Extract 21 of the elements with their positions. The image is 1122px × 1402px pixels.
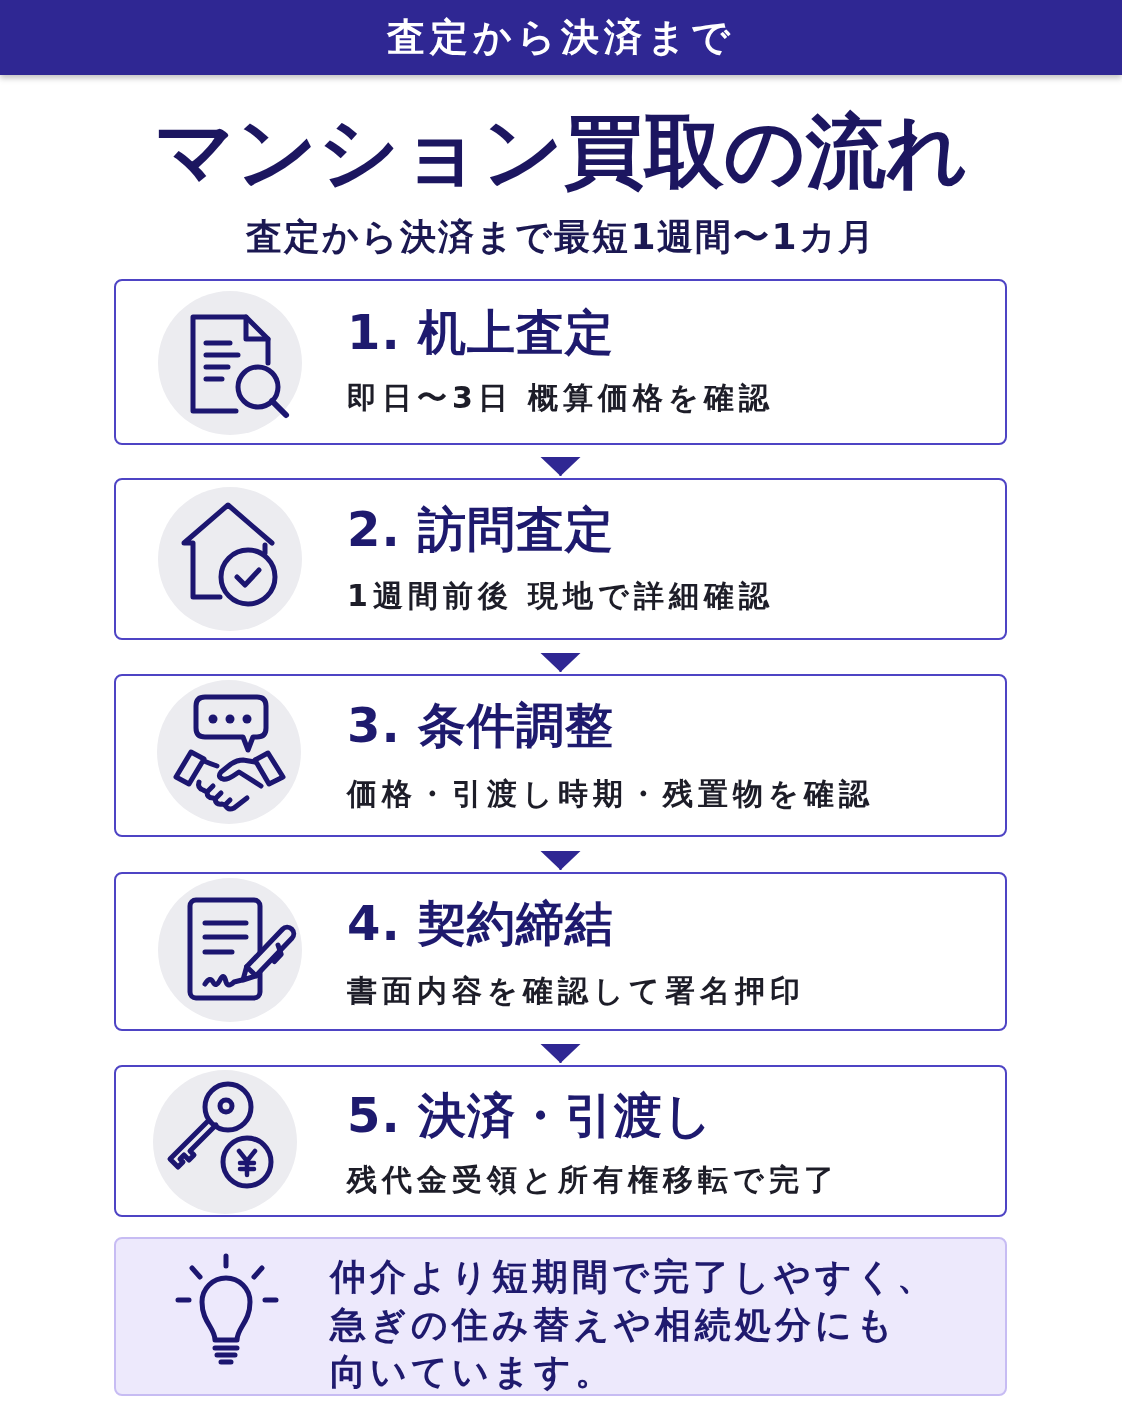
subtitle: 査定から決済まで最短1週間〜1カ月	[246, 215, 876, 259]
note-box	[114, 1237, 1007, 1396]
step-title: 5. 決済・引渡し	[347, 1086, 714, 1144]
title: マンション買取の流れ	[154, 104, 968, 200]
step-title: 4. 契約締結	[347, 894, 615, 952]
header-band	[0, 0, 1122, 75]
note-text: 仲介より短期間で完了しやすく、急ぎの住み替えや相続処分にも向いています。	[330, 1255, 938, 1394]
step-description: 書面内容を確認して署名押印	[347, 972, 805, 1010]
step-description: 即日〜3日 概算価格を確認	[347, 379, 775, 417]
step-box	[114, 279, 1007, 445]
step-description: 価格・引渡し時期・残置物を確認	[347, 775, 874, 813]
step-title: 1. 机上査定	[347, 303, 615, 361]
step-title: 3. 条件調整	[347, 696, 615, 754]
step-description: 残代金受領と所有権移転で完了	[347, 1161, 839, 1199]
step-box	[114, 674, 1007, 837]
banner-text: 査定から決済まで	[387, 13, 735, 60]
step-title: 2. 訪問査定	[347, 500, 615, 558]
step-box	[114, 478, 1007, 640]
step-box	[114, 872, 1007, 1031]
step-description: 1週間前後 現地で詳細確認	[347, 577, 775, 615]
step-box	[114, 1065, 1007, 1217]
